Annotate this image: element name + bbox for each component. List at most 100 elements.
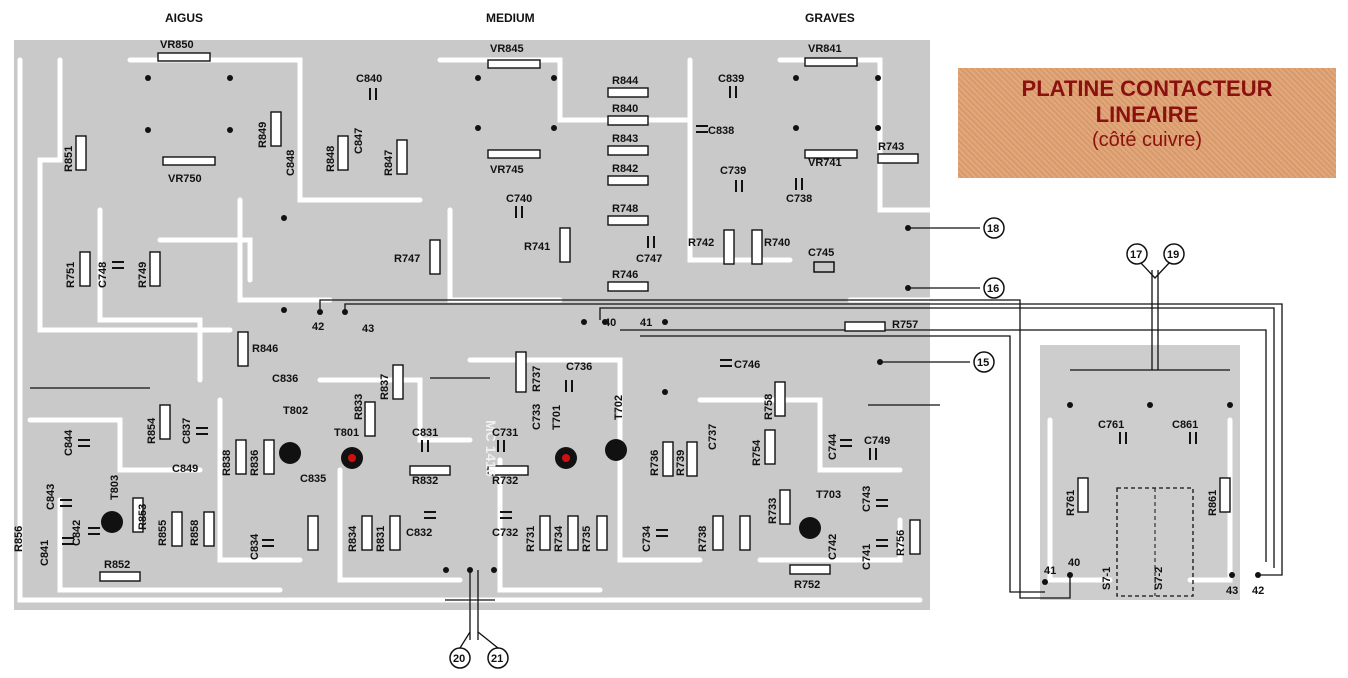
connector-21: 21	[487, 647, 509, 669]
label-vr845: VR845	[490, 43, 524, 55]
header-graves: GRAVES	[805, 11, 855, 25]
label-t702: T702	[613, 395, 625, 420]
label-c744: C744	[827, 433, 839, 460]
label-c737: C737	[707, 424, 719, 450]
label-t801: T801	[334, 427, 359, 439]
svg-text:17: 17	[1130, 249, 1142, 261]
side-pcb-board	[1040, 345, 1240, 600]
title-line-1: PLATINE CONTACTEUR	[1021, 76, 1273, 101]
label-c836: C836	[272, 373, 298, 385]
header-medium: MEDIUM	[486, 11, 535, 25]
label-c837: C837	[181, 418, 193, 444]
label-c861: C861	[1172, 419, 1198, 431]
label-t803: T803	[109, 475, 121, 500]
label-t802: T802	[283, 405, 308, 417]
label-vr745: VR745	[490, 164, 524, 176]
transistor-t802	[279, 442, 301, 464]
label-r732: R732	[492, 475, 518, 487]
label-c834: C834	[249, 533, 261, 560]
svg-text:15: 15	[977, 357, 989, 369]
label-r757: R757	[892, 319, 918, 331]
label-r748: R748	[612, 203, 638, 215]
svg-text:21: 21	[491, 653, 503, 665]
title-line-2: LINEAIRE	[1095, 102, 1199, 127]
label-c740: C740	[506, 193, 532, 205]
label-r749: R749	[137, 262, 149, 288]
label-c734: C734	[641, 525, 653, 552]
label-c761: C761	[1098, 419, 1124, 431]
label-r843: R843	[612, 133, 638, 145]
label-r851: R851	[63, 146, 75, 172]
label-r756: R756	[895, 530, 907, 556]
connector-17: 17	[1126, 243, 1148, 265]
label-r848: R848	[325, 146, 337, 172]
label-r861: R861	[1207, 490, 1219, 516]
label-c743: C743	[861, 486, 873, 512]
svg-text:19: 19	[1167, 249, 1179, 261]
capacitors	[60, 86, 1197, 547]
pin-42-top: 42	[312, 321, 324, 333]
bus-wires	[319, 270, 1283, 640]
connector-16: 16	[983, 277, 1005, 299]
title-panel: PLATINE CONTACTEUR LINEAIRE (côté cuivre…	[958, 68, 1336, 178]
label-c733: C733	[531, 404, 543, 430]
label-r832: R832	[412, 475, 438, 487]
label-c746: C746	[734, 359, 760, 371]
label-vr841: VR841	[808, 43, 842, 55]
label-r739: R739	[675, 450, 687, 476]
pin-40-top: 40	[604, 317, 616, 329]
label-r849: R849	[257, 122, 269, 148]
transistor-t702	[605, 439, 627, 461]
label-c741: C741	[861, 544, 873, 570]
label-r754: R754	[751, 439, 763, 466]
transistors	[101, 439, 821, 539]
label-r856: R856	[13, 526, 25, 552]
label-c842: C842	[71, 520, 83, 546]
label-t703: T703	[816, 489, 841, 501]
component-labels: VR850 VR750 VR845 VR745 VR841 VR741 R851…	[13, 39, 1219, 591]
title-line-3: (côté cuivre)	[1091, 129, 1203, 151]
label-c749: C749	[864, 435, 890, 447]
label-t701: T701	[551, 405, 563, 430]
label-c838: C838	[708, 125, 734, 137]
pin-42-bottom: 42	[1252, 585, 1264, 597]
label-c747: C747	[636, 253, 662, 265]
pin-labels: 42 43 40 41 41 40 43 42	[312, 317, 1264, 597]
label-c835: C835	[300, 473, 326, 485]
transistor-t803	[101, 511, 123, 533]
label-r831: R831	[375, 526, 387, 552]
label-r854: R854	[146, 417, 158, 444]
label-r836: R836	[249, 450, 261, 476]
label-s7-2: S7-2	[1153, 567, 1165, 590]
connector-leads	[30, 227, 1171, 406]
label-c732: C732	[492, 527, 518, 539]
label-r735: R735	[581, 526, 593, 552]
label-c736: C736	[566, 361, 592, 373]
label-c847: C847	[353, 128, 365, 154]
resistors	[75, 52, 1231, 582]
label-r747: R747	[394, 253, 420, 265]
main-pcb-board	[14, 40, 930, 610]
label-r741: R741	[524, 241, 550, 253]
label-c848: C848	[285, 150, 297, 176]
label-r834: R834	[347, 525, 359, 552]
pin-41-top: 41	[640, 317, 652, 329]
label-r844: R844	[612, 75, 639, 87]
svg-text:18: 18	[987, 223, 999, 235]
label-r736: R736	[649, 450, 661, 476]
label-r846: R846	[252, 343, 278, 355]
label-c844: C844	[63, 429, 75, 456]
label-c843: C843	[45, 484, 57, 510]
label-r853: R853	[137, 504, 149, 530]
svg-text:20: 20	[453, 653, 465, 665]
label-c745: C745	[808, 247, 834, 259]
label-c831: C831	[412, 427, 438, 439]
label-r833: R833	[353, 394, 365, 420]
label-r737: R737	[531, 366, 543, 392]
connector-20: 20	[449, 647, 471, 669]
label-r746: R746	[612, 269, 638, 281]
label-c840: C840	[356, 73, 382, 85]
label-r855: R855	[157, 520, 169, 546]
label-mc1416: MC 1416	[483, 420, 499, 477]
